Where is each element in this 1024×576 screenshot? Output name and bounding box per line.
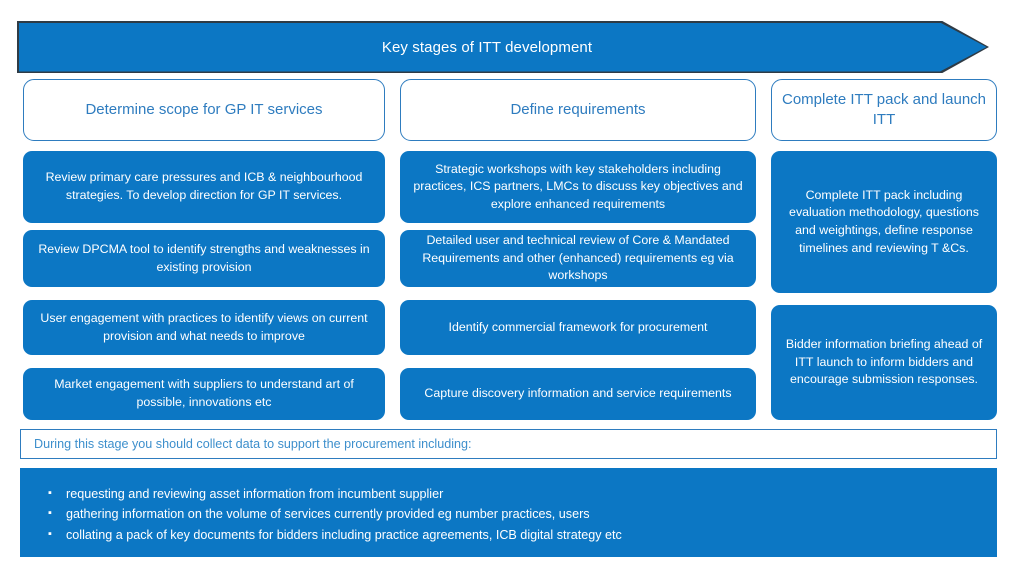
- column-header-label: Complete ITT pack and launch ITT: [782, 90, 987, 128]
- task-card[interactable]: Market engagement with suppliers to unde…: [23, 368, 385, 420]
- column-header-complete-itt-pack[interactable]: Complete ITT pack and launch ITT: [771, 79, 997, 141]
- list-item-label: gathering information on the volume of s…: [66, 507, 590, 522]
- task-card-label: Identify commercial framework for procur…: [448, 319, 708, 334]
- task-card-label: User engagement with practices to identi…: [40, 310, 368, 343]
- bullet-square-icon: ▪: [48, 507, 52, 520]
- task-card-label: Complete ITT pack including evaluation m…: [789, 187, 979, 255]
- list-item-label: collating a pack of key documents for bi…: [66, 527, 622, 542]
- banner-arrow-fill: [18, 22, 987, 72]
- list-item: ▪ requesting and reviewing asset informa…: [38, 484, 979, 504]
- column-header-define-requirements[interactable]: Define requirements: [400, 79, 756, 141]
- list-item-label: requesting and reviewing asset informati…: [66, 487, 444, 501]
- task-card[interactable]: Review DPCMA tool to identify strengths …: [23, 230, 385, 287]
- bullet-square-icon: ▪: [48, 527, 52, 540]
- list-item: ▪ gathering information on the volume of…: [38, 504, 979, 524]
- task-card-label: Bidder information briefing ahead of ITT…: [785, 337, 983, 387]
- task-card[interactable]: Bidder information briefing ahead of ITT…: [771, 305, 997, 420]
- note-strip-label: During this stage you should collect dat…: [34, 437, 472, 451]
- task-card-label: Capture discovery information and servic…: [424, 386, 732, 401]
- banner-title: Key stages of ITT development: [381, 38, 593, 56]
- column-header-label: Define requirements: [510, 100, 646, 118]
- task-card-label: Review DPCMA tool to identify strengths …: [38, 241, 370, 274]
- banner-arrow: Key stages of ITT development: [17, 21, 989, 73]
- task-card[interactable]: Strategic workshops with key stakeholder…: [400, 151, 756, 223]
- bullet-square-icon: ▪: [48, 487, 52, 499]
- task-card[interactable]: Capture discovery information and servic…: [400, 368, 756, 420]
- column-header-label: Determine scope for GP IT services: [85, 100, 323, 118]
- task-card-label: Strategic workshops with key stakeholder…: [413, 161, 743, 211]
- task-card-label: Review primary care pressures and ICB & …: [45, 170, 363, 202]
- task-card-label: Market engagement with suppliers to unde…: [54, 377, 354, 409]
- note-strip: During this stage you should collect dat…: [20, 429, 997, 459]
- task-card-label: Detailed user and technical review of Co…: [422, 233, 734, 283]
- task-card[interactable]: Review primary care pressures and ICB & …: [23, 151, 385, 223]
- task-card[interactable]: Detailed user and technical review of Co…: [400, 230, 756, 287]
- task-card[interactable]: Identify commercial framework for procur…: [400, 300, 756, 355]
- column-header-determine-scope[interactable]: Determine scope for GP IT services: [23, 79, 385, 141]
- list-item: ▪ collating a pack of key documents for …: [38, 525, 979, 545]
- task-card[interactable]: User engagement with practices to identi…: [23, 300, 385, 355]
- task-card[interactable]: Complete ITT pack including evaluation m…: [771, 151, 997, 293]
- bullet-panel: ▪ requesting and reviewing asset informa…: [20, 468, 997, 557]
